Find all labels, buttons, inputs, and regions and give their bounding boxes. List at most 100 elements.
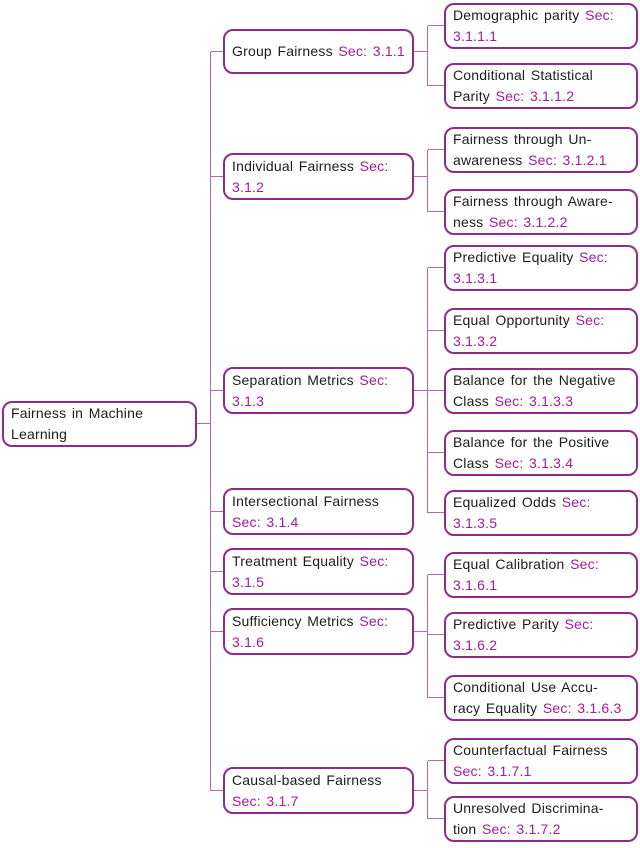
node-label: ness bbox=[453, 214, 489, 230]
connector-trunk-causal-based-fairness bbox=[427, 761, 429, 819]
connector-to-unresolved-discrimination bbox=[428, 818, 444, 820]
node-label: Fairness through Aware- bbox=[453, 193, 613, 209]
section-ref: 3.1.3.1 bbox=[453, 270, 498, 286]
node-label: Conditional Use Accu- bbox=[453, 679, 598, 695]
node-label: Balance for the Negative bbox=[453, 372, 616, 388]
node-equalized-odds: Equalized Odds Sec:3.1.3.5 bbox=[444, 490, 638, 536]
section-ref: 3.1.3.2 bbox=[453, 333, 498, 349]
node-label: Group Fairness bbox=[232, 43, 339, 59]
node-text-line: Counterfactual Fairness bbox=[453, 740, 629, 761]
node-text-line: Group Fairness Sec: 3.1.1 bbox=[232, 41, 405, 62]
connector-to-conditional-statistical-parity bbox=[428, 85, 444, 87]
node-label: tion bbox=[453, 821, 482, 837]
node-text-line: Predictive Parity Sec: bbox=[453, 614, 629, 635]
node-text-line: Demographic parity Sec: bbox=[453, 5, 629, 26]
section-ref: Sec: 3.1.7.1 bbox=[453, 763, 532, 779]
node-text-line: 3.1.3.1 bbox=[453, 268, 629, 289]
node-text-line: Learning bbox=[11, 424, 188, 445]
node-text-line: 3.1.1.1 bbox=[453, 26, 629, 47]
node-text-line: Fairness through Aware- bbox=[453, 191, 629, 212]
node-text-line: ness Sec: 3.1.2.2 bbox=[453, 212, 629, 233]
node-text-line: Conditional Statistical bbox=[453, 65, 629, 86]
node-text-line: Class Sec: 3.1.3.4 bbox=[453, 453, 629, 474]
node-text-line: Sec: 3.1.4 bbox=[232, 512, 405, 533]
node-individual-fairness: Individual Fairness Sec:3.1.2 bbox=[223, 153, 414, 200]
node-label: Predictive Parity bbox=[453, 616, 565, 632]
node-text-line: racy Equality Sec: 3.1.6.3 bbox=[453, 698, 629, 719]
node-text-line: Intersectional Fairness bbox=[232, 491, 405, 512]
node-label: awareness bbox=[453, 152, 529, 168]
section-ref: Sec: 3.1.4 bbox=[232, 513, 299, 530]
section-ref: Sec: 3.1.1.2 bbox=[495, 88, 575, 104]
node-text-line: tion Sec: 3.1.7.2 bbox=[453, 819, 629, 840]
node-text-line: 3.1.6.2 bbox=[453, 635, 629, 656]
node-predictive-equality: Predictive Equality Sec: 3.1.3.1 bbox=[444, 245, 638, 291]
connector-to-predictive-parity bbox=[428, 634, 444, 636]
node-label: Intersectional Fairness bbox=[232, 492, 379, 509]
section-ref: 3.1.5 bbox=[232, 573, 265, 590]
section-ref: Sec: bbox=[359, 371, 389, 388]
connector-trunk-individual-fairness bbox=[427, 150, 429, 212]
section-ref: Sec: bbox=[585, 7, 614, 23]
node-label: Fairness in Machine bbox=[11, 405, 144, 421]
section-ref: Sec: 3.1.3.4 bbox=[494, 455, 574, 471]
section-ref: 3.1.6 bbox=[232, 633, 265, 650]
node-label: Individual Fairness bbox=[232, 157, 360, 174]
connector-to-equal-calibration bbox=[428, 574, 444, 576]
node-text-line: awareness Sec: 3.1.2.1 bbox=[453, 150, 629, 171]
node-label: Parity bbox=[453, 88, 496, 104]
node-group-fairness: Group Fairness Sec: 3.1.1 bbox=[223, 29, 414, 74]
section-ref: Sec: bbox=[575, 312, 605, 328]
connector-trunk-sufficiency-metrics bbox=[427, 575, 429, 698]
section-ref: Sec: 3.1.7.2 bbox=[481, 821, 561, 837]
node-text-line: Sec: 3.1.7.1 bbox=[453, 761, 629, 782]
node-label: Demographic parity bbox=[453, 7, 586, 23]
section-ref: Sec: 3.1.6.3 bbox=[542, 700, 622, 716]
node-label: racy Equality bbox=[453, 700, 543, 716]
node-text-line: Equalized Odds Sec: bbox=[453, 492, 629, 513]
connector-from-sufficiency-metrics bbox=[414, 630, 428, 632]
node-text-line: Parity Sec: 3.1.1.2 bbox=[453, 86, 629, 107]
section-ref: Sec: 3.1.7 bbox=[232, 792, 299, 809]
node-text-line: 3.1.6.1 bbox=[453, 575, 629, 596]
node-label: Treatment Equality bbox=[232, 552, 360, 569]
node-label: Class bbox=[453, 393, 495, 409]
connector-from-individual-fairness bbox=[414, 175, 428, 177]
node-unresolved-discrimination: Unresolved Discrimina-tion Sec: 3.1.7.2 bbox=[444, 796, 638, 842]
connector-to-balance-positive-class bbox=[428, 452, 444, 454]
connector-from-group-fairness bbox=[414, 50, 428, 52]
node-label: Predictive Equality bbox=[453, 249, 580, 265]
section-ref: Sec: bbox=[359, 612, 389, 629]
node-text-line: Fairness in Machine bbox=[11, 403, 188, 424]
node-demographic-parity: Demographic parity Sec:3.1.1.1 bbox=[444, 3, 638, 49]
node-text-line: 3.1.6 bbox=[232, 632, 405, 653]
connector-trunk-separation-metrics bbox=[427, 268, 429, 513]
node-text-line: Predictive Equality Sec: bbox=[453, 247, 629, 268]
section-ref: 3.1.6.1 bbox=[453, 577, 498, 593]
section-ref: Sec: bbox=[564, 616, 594, 632]
node-separation-metrics: Separation Metrics Sec:3.1.3 bbox=[223, 367, 414, 414]
node-fairness-through-unawareness: Fairness through Un-awareness Sec: 3.1.2… bbox=[444, 127, 638, 173]
connector-to-intersectional-fairness bbox=[211, 510, 223, 512]
node-equal-opportunity: Equal Opportunity Sec: 3.1.3.2 bbox=[444, 308, 638, 354]
node-text-line: Conditional Use Accu- bbox=[453, 677, 629, 698]
node-text-line: Class Sec: 3.1.3.3 bbox=[453, 391, 629, 412]
connector-trunk-group-fairness bbox=[427, 26, 429, 86]
section-ref: Sec: bbox=[561, 494, 591, 510]
node-predictive-parity: Predictive Parity Sec:3.1.6.2 bbox=[444, 612, 638, 658]
node-text-line: Equal Calibration Sec: bbox=[453, 554, 629, 575]
node-label: Learning bbox=[11, 426, 68, 442]
node-fairness-through-awareness: Fairness through Aware-ness Sec: 3.1.2.2 bbox=[444, 189, 638, 235]
node-text-line: Balance for the Negative bbox=[453, 370, 629, 391]
connector-to-separation-metrics bbox=[211, 389, 223, 391]
node-text-line: 3.1.2 bbox=[232, 177, 405, 198]
node-label: Equal Opportunity bbox=[453, 312, 576, 328]
connector-to-group-fairness bbox=[211, 50, 223, 52]
connector-to-demographic-parity bbox=[428, 25, 444, 27]
section-ref: Sec: 3.1.2.2 bbox=[488, 214, 568, 230]
